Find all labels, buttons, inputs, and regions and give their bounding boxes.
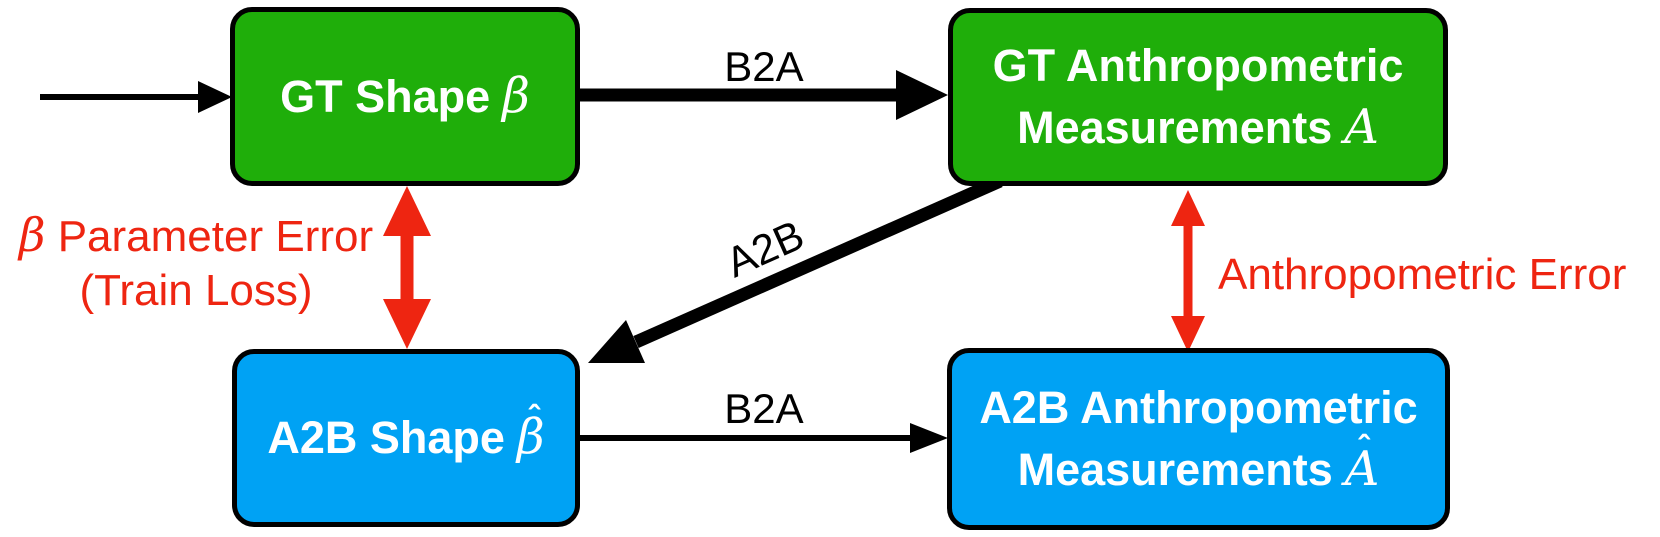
b2a-top-arrow [580, 70, 948, 120]
a-symbol: A [1344, 99, 1379, 155]
beta-symbol: β [502, 67, 530, 124]
a2b-anthro-label-line1: A2B Anthropometric [979, 382, 1418, 433]
train-loss-label: (Train Loss) [79, 266, 313, 315]
a2b-shape-label: A2B Shape [267, 412, 505, 463]
b2a-bottom-label: B2A [724, 385, 804, 432]
input-arrow [40, 81, 232, 113]
beta-symbol-red: β [18, 208, 46, 262]
beta-parameter-error-label: β Parameter Error (Train Loss) [0, 208, 392, 318]
beta-error-double-arrow [383, 186, 431, 349]
anthropometric-error-label: Anthropometric Error [1218, 250, 1627, 299]
anthro-error-double-arrow [1171, 190, 1205, 352]
b2a-bottom-arrow [580, 423, 948, 453]
a2b-diagonal-arrow [588, 175, 1003, 363]
hat-accent: ˆ [1358, 429, 1370, 467]
gt-shape-label: GT Shape [280, 70, 491, 122]
gt-anthro-label-line1: GT Anthropometric [992, 40, 1404, 91]
a2b-anthro-label-line2: Measurements [1017, 444, 1333, 495]
hat-accent: ˆ [528, 399, 540, 437]
b2a-top-label: B2A [724, 43, 804, 90]
gt-anthro-label-line2: Measurements [1017, 102, 1333, 153]
